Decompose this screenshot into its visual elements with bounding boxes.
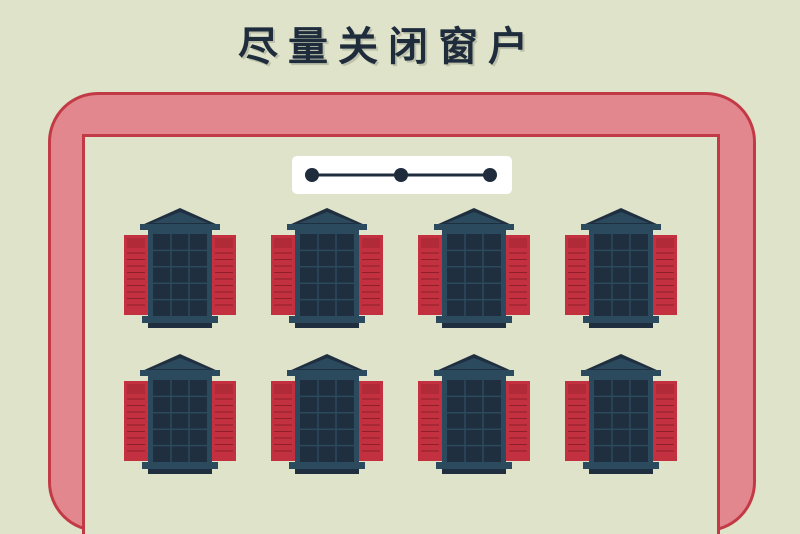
window-r2-c1[interactable] xyxy=(122,353,238,478)
window-r2-c3[interactable] xyxy=(416,353,532,478)
window-r1-c3[interactable] xyxy=(416,207,532,332)
window-r2-c2[interactable] xyxy=(269,353,385,478)
window-r2-c4[interactable] xyxy=(563,353,679,478)
window-r1-c4[interactable] xyxy=(563,207,679,332)
page-title: 尽量关闭窗户 xyxy=(238,24,538,70)
slider-stop-3[interactable] xyxy=(483,168,497,182)
window-r1-c1[interactable] xyxy=(122,207,238,332)
three-stop-slider[interactable] xyxy=(292,156,512,194)
window-grid xyxy=(122,207,679,478)
slider-panel[interactable] xyxy=(292,156,512,194)
slider-stop-2[interactable] xyxy=(394,168,408,182)
slider-stop-1[interactable] xyxy=(305,168,319,182)
window-r1-c2[interactable] xyxy=(269,207,385,332)
